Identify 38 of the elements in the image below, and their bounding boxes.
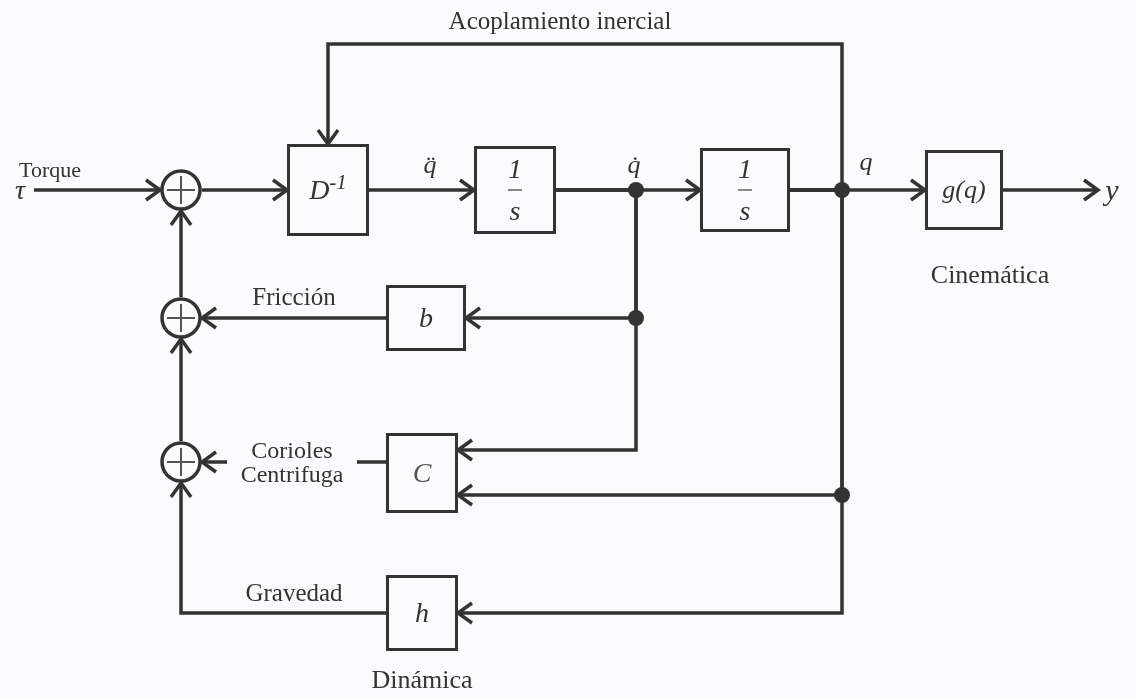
block-label: b bbox=[419, 304, 433, 332]
block-box bbox=[474, 146, 556, 234]
block-caption: Dinámica bbox=[371, 667, 473, 693]
block-label: 1 bbox=[508, 155, 522, 183]
edge-label: Gravedad bbox=[244, 579, 344, 605]
arrow bbox=[200, 306, 386, 330]
summing-junction bbox=[160, 169, 202, 211]
arrow bbox=[34, 178, 162, 202]
edge-label: Fricción bbox=[251, 283, 337, 309]
summing-junction bbox=[160, 297, 202, 339]
arrow bbox=[169, 337, 193, 441]
edge-label: Torque bbox=[18, 159, 82, 181]
edge-label: q̈ bbox=[422, 152, 438, 178]
block-label: g(q) bbox=[942, 177, 986, 203]
block-box bbox=[386, 433, 458, 513]
arrow bbox=[169, 209, 193, 297]
block-box bbox=[287, 144, 369, 236]
signal-label: y bbox=[1098, 172, 1126, 208]
arrow bbox=[369, 178, 476, 202]
block-caption: Cinemática bbox=[930, 262, 1050, 288]
arrow bbox=[202, 178, 289, 202]
block-label: s bbox=[509, 197, 521, 225]
block-label: h bbox=[415, 599, 429, 627]
summing-junction bbox=[160, 441, 202, 483]
arrow bbox=[456, 188, 638, 462]
block-label: 1 bbox=[738, 155, 752, 183]
arrow bbox=[1003, 178, 1100, 202]
block-box bbox=[700, 148, 790, 232]
edge-label: q̇ bbox=[626, 152, 642, 178]
block-label: D$^{-1}$ bbox=[309, 176, 347, 204]
block-label: s bbox=[739, 197, 751, 225]
block-label: C bbox=[412, 459, 432, 487]
block-box bbox=[925, 150, 1003, 230]
block-box bbox=[386, 575, 458, 651]
edge-label: Acoplamiento inercial bbox=[447, 7, 673, 33]
arrow bbox=[169, 481, 386, 615]
block-box bbox=[386, 285, 466, 351]
edge-label: q bbox=[858, 149, 874, 175]
